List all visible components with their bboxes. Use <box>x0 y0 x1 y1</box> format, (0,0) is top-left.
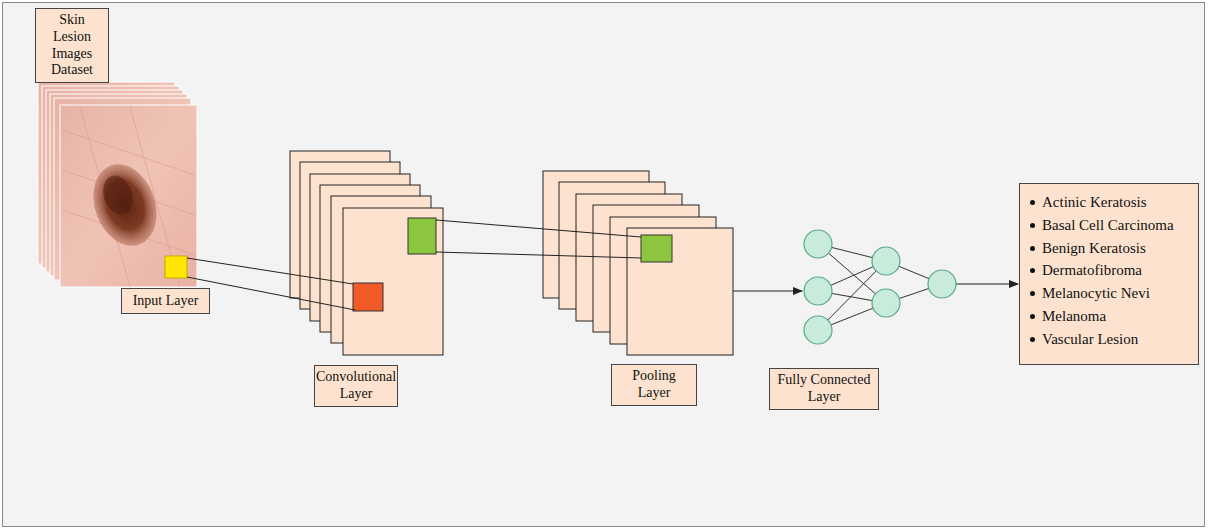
list-item: Basal Cell Carcinoma <box>1030 216 1174 235</box>
dataset-box: Skin Lesion Images Dataset <box>35 8 109 83</box>
bullet-dot <box>1030 200 1035 205</box>
layer-label-box: Input Layer <box>121 288 210 314</box>
list-item: Benign Keratosis <box>1030 239 1146 258</box>
box-label: Convolutional Layer <box>316 369 396 403</box>
box-label: Input Layer <box>133 293 199 310</box>
pooled-map-stack <box>543 171 733 355</box>
layer-label-box: Convolutional Layer <box>314 365 398 407</box>
skin-image-stack <box>38 82 197 287</box>
class-name: Basal Cell Carcinoma <box>1042 216 1174 235</box>
feature-map-stack <box>290 151 443 355</box>
class-name: Vascular Lesion <box>1042 330 1138 349</box>
bullet-dot <box>1030 291 1035 296</box>
flow-arrow <box>733 290 802 291</box>
box-label: Skin Lesion Images Dataset <box>41 12 103 79</box>
bullet-dot <box>1030 246 1035 251</box>
list-item: Actinic Keratosis <box>1030 193 1147 212</box>
class-name: Benign Keratosis <box>1042 239 1146 258</box>
class-list-box: Actinic KeratosisBasal Cell CarcinomaBen… <box>1019 183 1199 365</box>
class-name: Dermatofibroma <box>1042 261 1142 280</box>
layer-label-box: Fully Connected Layer <box>769 368 879 410</box>
bullet-dot <box>1030 223 1035 228</box>
box-label: Fully Connected Layer <box>775 372 873 406</box>
list-item: Melanocytic Nevi <box>1030 284 1150 303</box>
flow-arrow <box>956 283 1018 284</box>
class-name: Melanocytic Nevi <box>1042 284 1150 303</box>
class-name: Melanoma <box>1042 307 1106 326</box>
box-label: Pooling Layer <box>617 368 691 402</box>
list-item: Vascular Lesion <box>1030 330 1138 349</box>
list-item: Melanoma <box>1030 307 1106 326</box>
layer-label-box: Pooling Layer <box>611 364 697 406</box>
bullet-dot <box>1030 337 1035 342</box>
neural-network <box>818 244 942 330</box>
bullet-dot <box>1030 314 1035 319</box>
list-item: Dermatofibroma <box>1030 261 1142 280</box>
bullet-dot <box>1030 268 1035 273</box>
class-name: Actinic Keratosis <box>1042 193 1147 212</box>
receptive-field-lines <box>187 220 641 310</box>
